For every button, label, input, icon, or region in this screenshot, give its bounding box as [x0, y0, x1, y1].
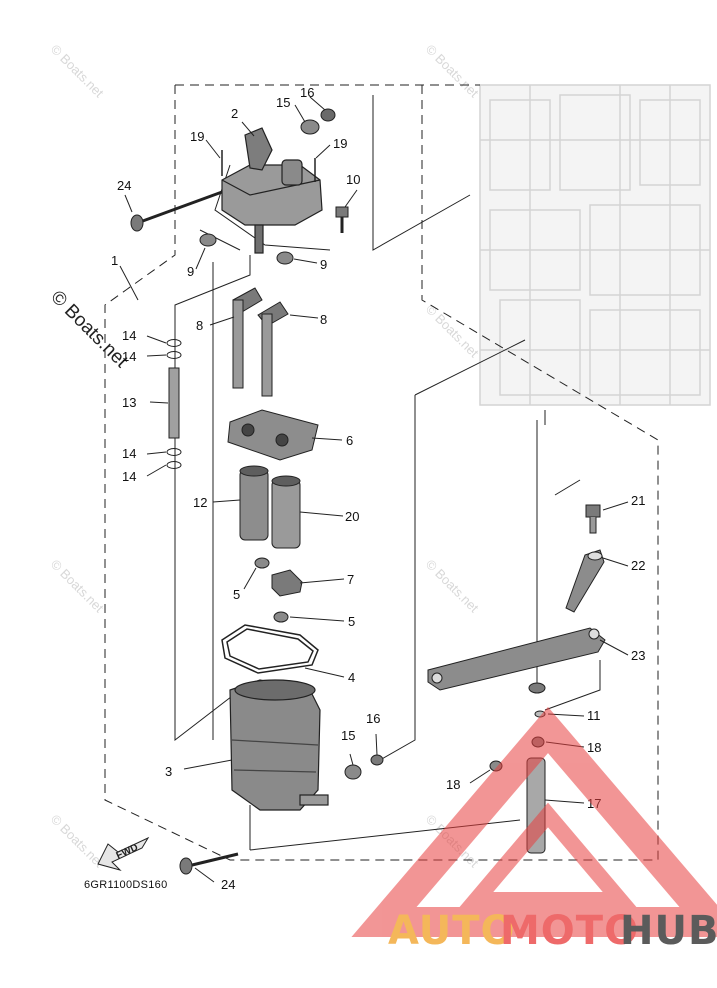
- callout-13: 13: [122, 395, 136, 410]
- fwd-direction-arrow: FWD: [97, 836, 150, 871]
- callout-14c: 14: [122, 446, 136, 461]
- callout-18b: 18: [446, 777, 460, 792]
- fitting-15-16-top: [300, 108, 336, 135]
- side-watermark: © Boats.net: [46, 287, 132, 373]
- callout-5b: 5: [348, 614, 355, 629]
- callout-12: 12: [193, 495, 207, 510]
- bracket-22: [565, 549, 605, 613]
- gasket-4: [221, 624, 319, 674]
- callout-9b: 9: [320, 257, 327, 272]
- watermark: © Boats.net: [423, 557, 482, 616]
- callout-3: 3: [165, 764, 172, 779]
- callout-19a: 19: [190, 129, 204, 144]
- callout-7: 7: [347, 572, 354, 587]
- callout-8a: 8: [196, 318, 203, 333]
- callout-2: 2: [231, 106, 238, 121]
- callout-24a: 24: [117, 178, 131, 193]
- fitting-15-16-lower: [344, 754, 384, 780]
- callout-1: 1: [111, 253, 118, 268]
- grommet-5: [254, 557, 289, 623]
- fuel-pump-20: [271, 475, 301, 549]
- engine-block-ghost: [479, 84, 711, 406]
- watermark: © Boats.net: [48, 557, 107, 616]
- callout-15a: 15: [276, 95, 290, 110]
- callout-23: 23: [631, 648, 645, 663]
- callout-11: 11: [587, 708, 601, 723]
- callout-21: 21: [631, 493, 645, 508]
- callout-20: 20: [345, 509, 359, 524]
- callout-16b: 16: [366, 711, 380, 726]
- plate-23: [427, 627, 606, 691]
- callout-18a: 18: [587, 740, 601, 755]
- callout-14b: 14: [122, 349, 136, 364]
- callout-24b: 24: [221, 877, 235, 892]
- pipe-13: [166, 339, 182, 469]
- callout-9a: 9: [187, 264, 194, 279]
- logo-triangle-mark: [351, 706, 717, 937]
- callout-4: 4: [348, 670, 355, 685]
- screw-10: [335, 206, 349, 233]
- logo-text-auto: AUTO: [388, 908, 516, 954]
- fuel-pump-12: [239, 465, 269, 541]
- callout-6: 6: [346, 433, 353, 448]
- hose-8: [232, 287, 289, 397]
- callout-5a: 5: [233, 587, 240, 602]
- diagram-part-code: 6GR1100DS160: [84, 879, 168, 891]
- callout-19b: 19: [333, 136, 347, 151]
- connector-7: [271, 569, 303, 597]
- vapor-separator-body-3: [229, 679, 329, 811]
- callout-10: 10: [346, 172, 360, 187]
- automotohub-logo: AUTO MOTO HUB: [351, 706, 717, 954]
- callout-14d: 14: [122, 469, 136, 484]
- callout-16a: 16: [300, 85, 314, 100]
- screw-19: [221, 150, 316, 182]
- callout-14a: 14: [122, 328, 136, 343]
- callouts: 1 2 3 4 5 5 6 7 8 8 9 9 10 11 12 13 14 1…: [111, 85, 645, 892]
- watermark: © Boats.net: [48, 42, 107, 101]
- assembly-outline: [104, 84, 659, 861]
- watermark: © Boats.net: [48, 812, 107, 871]
- sensor-21: [585, 504, 601, 534]
- watermark: © Boats.net: [423, 42, 482, 101]
- vapor-separator-cover: [221, 127, 323, 254]
- bolt-24-bottom: [179, 852, 239, 875]
- bolt-24-top: [130, 190, 223, 232]
- logo-text-hub: HUB: [620, 908, 717, 954]
- logo-text-moto: MOTO: [500, 908, 639, 954]
- fuel-pump-bracket-6: [227, 409, 319, 461]
- callout-8b: 8: [320, 312, 327, 327]
- grommet-9: [199, 233, 294, 265]
- callout-22: 22: [631, 558, 645, 573]
- fwd-label: FWD: [115, 842, 140, 862]
- plug-11: [528, 682, 546, 718]
- watermark: © Boats.net: [423, 302, 482, 361]
- callout-15b: 15: [341, 728, 355, 743]
